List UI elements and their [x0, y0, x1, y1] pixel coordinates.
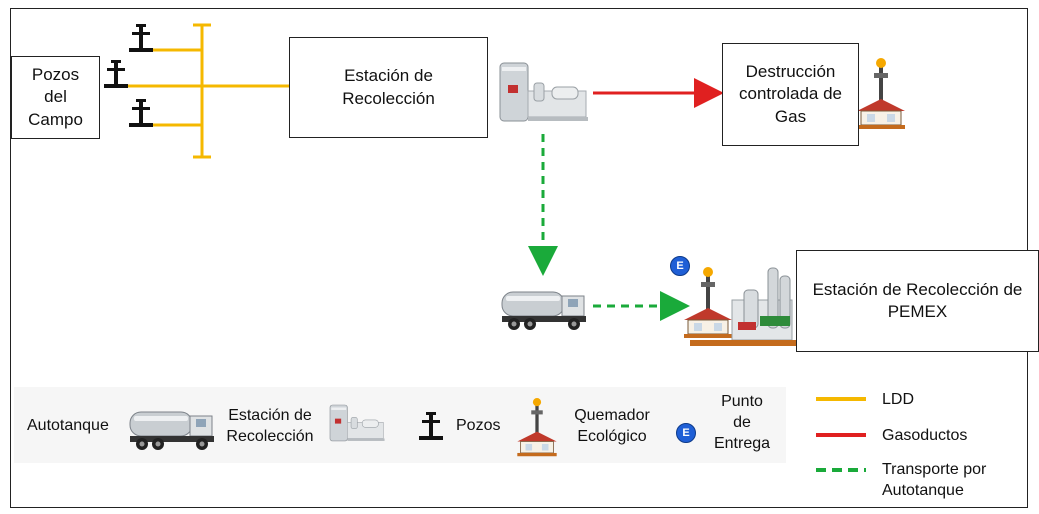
delivery-point-icon: E	[676, 423, 696, 443]
legend-quemador-label: Quemador Ecológico	[574, 407, 650, 446]
flare-burner-icon	[856, 57, 906, 130]
node-pozos-campo: Pozos del Campo	[11, 56, 100, 139]
legend-transporte-label: Transporte por Autotanque	[882, 461, 987, 500]
station-tank-icon	[329, 404, 385, 442]
pemex-plant-icon	[683, 266, 796, 346]
well-icon	[104, 60, 128, 88]
tank-truck-icon	[501, 291, 587, 331]
legend-punto-label: Punto de Entrega	[713, 393, 771, 453]
tank-truck-icon	[129, 411, 215, 451]
node-destruccion-gas: Destrucción controlada de Gas	[722, 43, 859, 146]
legend-pozos-label: Pozos	[456, 417, 501, 434]
legend-gasoductos-label: Gasoductos	[882, 427, 968, 444]
well-icon	[129, 24, 153, 52]
node-estacion-recoleccion: Estación de Recolección	[289, 37, 488, 138]
node-estacion-pemex: Estación de Recolección de PEMEX	[796, 250, 1039, 352]
station-tank-icon	[499, 62, 589, 122]
ldd-lines	[125, 23, 290, 159]
legend-ldd-label: LDD	[882, 391, 915, 408]
legend-autotanque-label: Autotanque	[27, 417, 109, 434]
legend-estacion-label: Estación de Recolección	[226, 407, 314, 446]
well-icon	[129, 99, 153, 127]
flare-burner-icon	[516, 397, 558, 457]
delivery-point-icon: E	[670, 256, 690, 276]
well-icon	[419, 412, 443, 440]
